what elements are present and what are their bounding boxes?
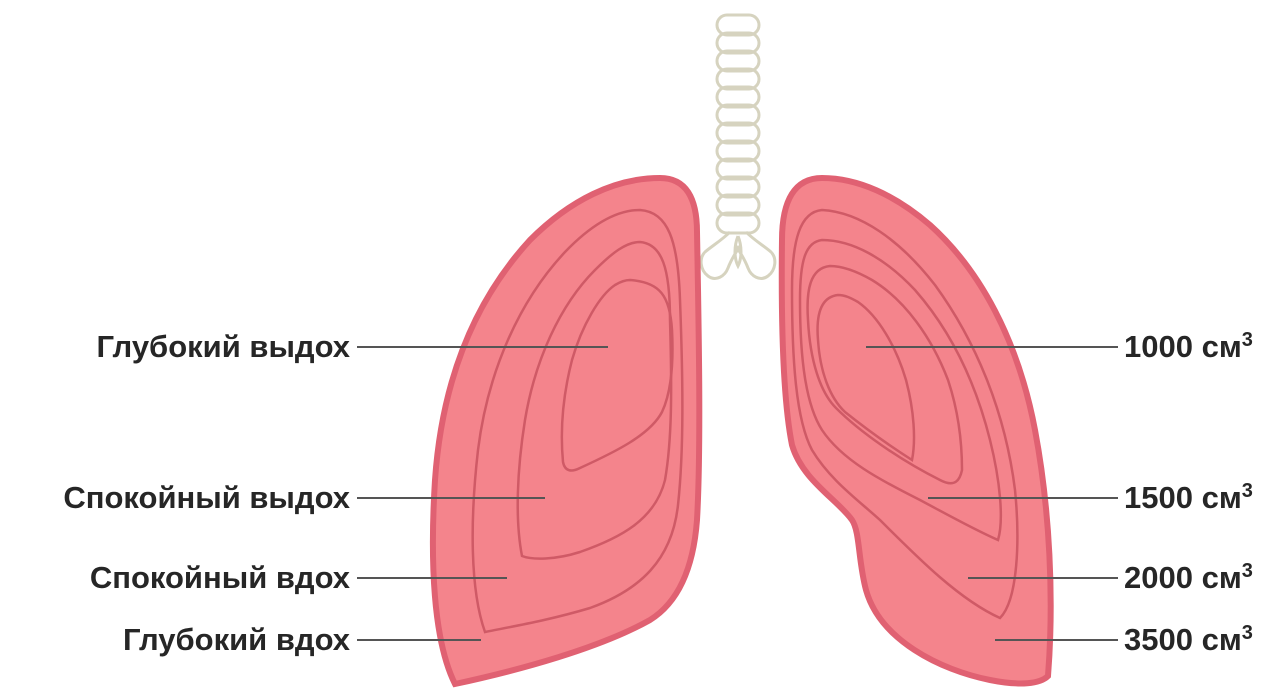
volume-exponent: 3: [1242, 480, 1253, 502]
label-deep-inhale: Глубокий вдох: [123, 622, 350, 658]
left-lung: [433, 178, 699, 684]
label-calm-inhale: Спокойный вдох: [90, 560, 350, 596]
label-deep-exhale: Глубокий выдох: [97, 329, 351, 365]
trachea: [701, 15, 775, 278]
volume-label-2000: 2000 см3: [1124, 560, 1253, 596]
volume-label-3500: 3500 см3: [1124, 622, 1253, 658]
volume-label-1000: 1000 см3: [1124, 329, 1253, 365]
volume-label-1500: 1500 см3: [1124, 480, 1253, 516]
volume-value: 1500 см: [1124, 480, 1242, 515]
volume-exponent: 3: [1242, 560, 1253, 582]
label-calm-exhale: Спокойный выдох: [63, 480, 350, 516]
volume-exponent: 3: [1242, 622, 1253, 644]
volume-value: 2000 см: [1124, 560, 1242, 595]
right-lung: [782, 178, 1051, 683]
volume-exponent: 3: [1242, 329, 1253, 351]
volume-value: 3500 см: [1124, 622, 1242, 657]
volume-value: 1000 см: [1124, 329, 1242, 364]
